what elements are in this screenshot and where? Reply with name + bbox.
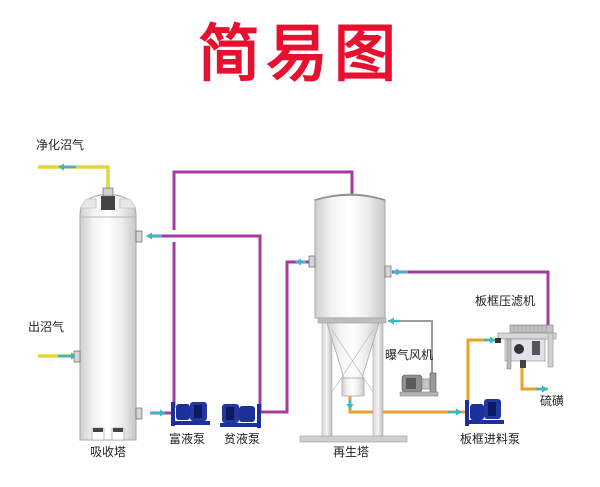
filter-feed-pump-icon — [465, 399, 504, 426]
rich-liquid-pipe-top — [172, 170, 354, 230]
aeration-air-pipe — [388, 320, 433, 380]
lean-pump-label: 贫液泵 — [224, 432, 261, 446]
filter-press-icon — [495, 324, 557, 370]
raw-biogas-label: 出沼气 — [28, 320, 65, 334]
filter-return-pipe — [392, 270, 550, 330]
aeration-blower-icon — [399, 372, 439, 397]
filter-feed-pump-label: 板框进料泵 — [460, 432, 521, 446]
rich-pump-label: 富液泵 — [169, 432, 206, 446]
lean-pump-icon — [220, 404, 261, 428]
lean-liquid-pipe-to-absorber — [148, 234, 262, 414]
feed-pump-to-filter-pipe — [466, 338, 495, 404]
rich-pump-icon — [171, 402, 210, 426]
regenerator-tower — [299, 193, 408, 443]
regenerator-to-lean-pump-pipe — [262, 260, 312, 414]
purified-biogas-pipe — [38, 165, 110, 196]
sulfur-label: 硫磺 — [540, 394, 565, 408]
regenerator-label: 再生塔 — [333, 445, 370, 459]
purified-biogas-label: 净化沼气 — [36, 138, 85, 152]
aeration-blower-label: 曝气风机 — [385, 348, 434, 362]
absorber-tower — [73, 187, 143, 441]
diagram-title: 简易图 — [197, 17, 402, 90]
sulfur-discharge-pipe — [520, 368, 548, 391]
filter-press-label: 板框压滤机 — [475, 294, 536, 308]
absorber-label: 吸收塔 — [90, 445, 127, 459]
slurry-pipe — [348, 396, 465, 414]
